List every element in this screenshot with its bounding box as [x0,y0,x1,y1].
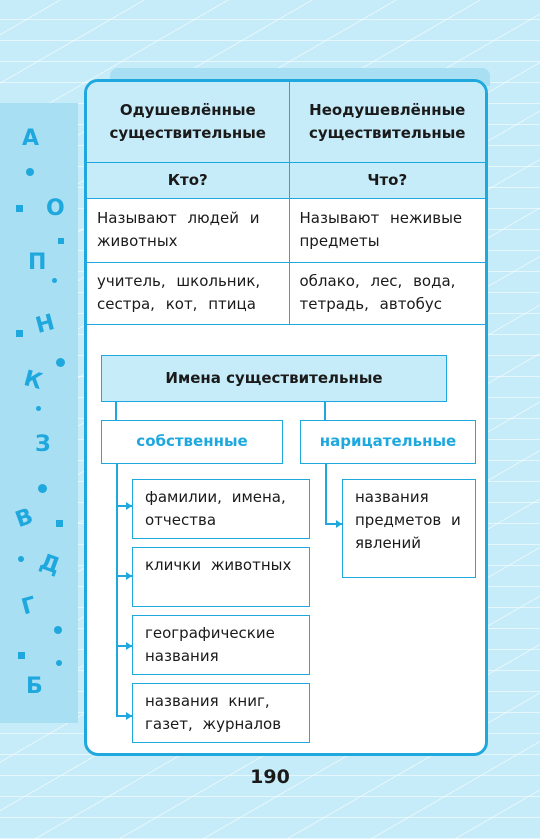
side-letter: О [46,196,65,221]
decor-dot [56,520,63,527]
decor-dot [18,556,24,562]
page-number: 190 [250,766,290,788]
arrow-icon [126,502,132,510]
arrow-icon [336,520,342,528]
noun-diagram: Имена существительные собственные нарица… [87,82,485,753]
decor-dot [58,238,64,244]
question-what: Что? [288,161,485,199]
proper-item: географические названия [132,615,310,675]
connector-line [116,505,132,507]
arrow-icon [126,712,132,720]
arrow-icon [126,572,132,580]
decor-dot [36,406,41,411]
decor-dot [38,484,47,493]
connector-line [116,575,132,577]
connector-line [115,402,117,420]
decor-dot [18,652,25,659]
decor-dot [52,278,57,283]
decor-dot [16,205,23,212]
diagram-root: Имена существительные [101,355,447,402]
proper-item: названия книг, газет, журналов [132,683,310,743]
arrow-icon [126,642,132,650]
connector-line [116,715,132,717]
side-letter: Б [26,674,43,699]
decor-dot [54,626,62,634]
side-alphabet-strip [0,103,78,723]
examples-inanimate: облако, лес, вода, тетрадь, автобус [288,261,485,325]
connector-line [325,523,342,525]
connector-line [325,464,327,524]
decor-dot [56,358,65,367]
description-animate: Называют людей и животных [87,197,290,263]
decor-dot [26,168,34,176]
decor-dot [16,330,23,337]
category-proper: собственные [101,420,283,464]
connector-line [116,645,132,647]
proper-item: фамилии, имена, отчества [132,479,310,539]
connector-line [116,464,118,716]
side-letter: А [22,126,40,151]
header-inanimate: Неодушевлённые существительные [288,82,485,163]
connector-line [324,402,326,420]
side-letter: З [35,432,51,457]
animacy-table: Одушевлённые существительные Неодушевлён… [87,82,485,325]
question-who: Кто? [87,161,290,199]
side-letter: П [28,250,47,275]
common-item: названия предметов и явлений [342,479,476,578]
category-common: нарицательные [300,420,476,464]
proper-item: клички животных [132,547,310,607]
examples-animate: учитель, школьник, сестра, кот, птица [87,261,290,325]
content-card: Одушевлённые существительные Неодушевлён… [84,79,488,756]
decor-dot [56,660,62,666]
